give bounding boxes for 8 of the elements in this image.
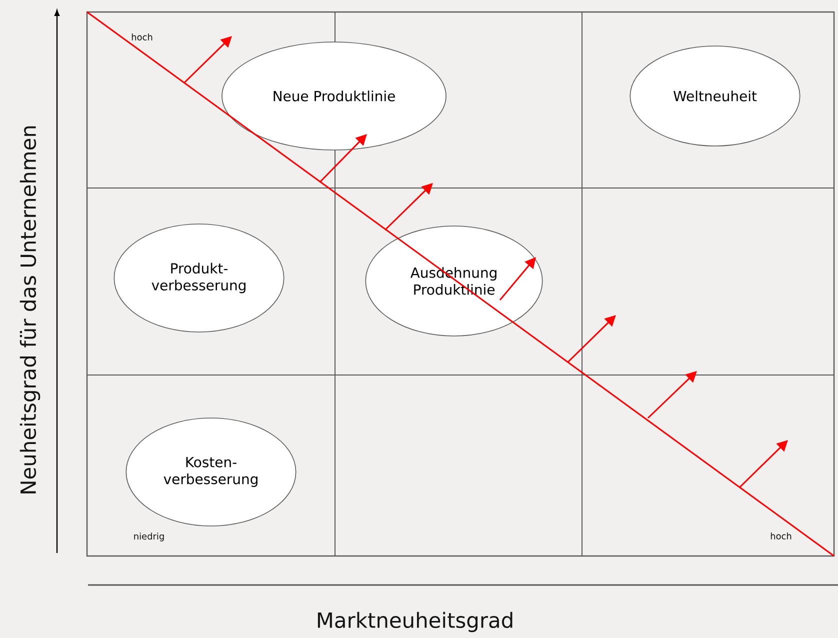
scale-label: hoch [132, 34, 152, 40]
ellipse-node: Kosten- verbesserung [126, 418, 296, 526]
ellipse-node: Neue Produktlinie [222, 42, 446, 150]
ellipse-node: Weltneuheit [630, 46, 800, 146]
axis-title: Neuheitsgrad für das Unternehmen [20, 126, 40, 494]
ellipse-node: Produkt- verbesserung [114, 224, 284, 332]
axis-title: Marktneuheitsgrad [318, 612, 512, 632]
scale-label: hoch [770, 532, 792, 540]
